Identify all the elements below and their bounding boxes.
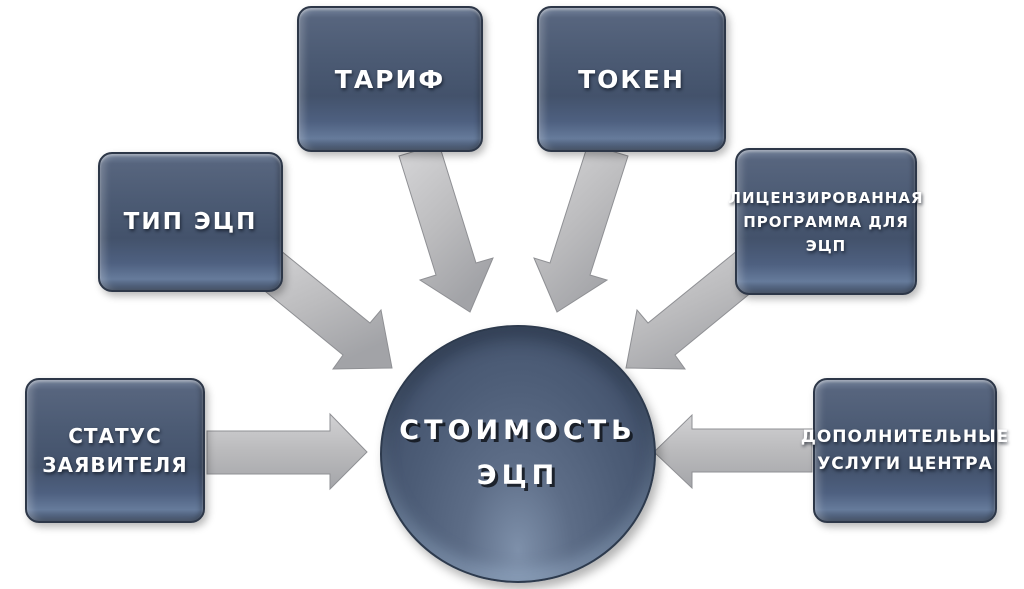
node-licensed-program-label: ЛИЦЕНЗИРОВАННАЯ ПРОГРАММА ДЛЯ ЭЦП — [728, 188, 924, 255]
node-tarif: ТАРИФ — [297, 6, 483, 152]
node-dop-uslugi: ДОПОЛНИТЕЛЬНЫЕ УСЛУГИ ЦЕНТРА — [801, 378, 1008, 523]
node-token-label: ТОКЕН — [578, 64, 685, 94]
center-node-label: СТОИМОСТЬ ЭЦП — [399, 415, 637, 491]
node-tip-ecp: ТИП ЭЦП — [98, 152, 283, 292]
node-status-zayavitelya: СТАТУС ЗАЯВИТЕЛЯ — [25, 378, 205, 523]
node-token: ТОКЕН — [537, 6, 726, 152]
arrow-licensed-program-to-center — [625, 245, 770, 370]
node-tip-ecp-label: ТИП ЭЦП — [123, 209, 258, 235]
arrow-dop-uslugi-to-center — [653, 413, 813, 490]
node-tarif-label: ТАРИФ — [334, 64, 446, 94]
node-status-zayavitelya-label: СТАТУС ЗАЯВИТЕЛЯ — [42, 423, 188, 477]
arrow-token-to-center — [533, 143, 629, 313]
arrow-tarif-to-center — [398, 143, 494, 313]
node-licensed-program: ЛИЦЕНЗИРОВАННАЯ ПРОГРАММА ДЛЯ ЭЦП — [729, 148, 923, 295]
node-dop-uslugi-label: ДОПОЛНИТЕЛЬНЫЕ УСЛУГИ ЦЕНТРА — [800, 427, 1010, 474]
arrow-tip-ecp-to-center — [248, 245, 393, 370]
center-node-stoimost-ecp: СТОИМОСТЬ ЭЦП — [380, 325, 656, 583]
arrow-status-to-center — [206, 412, 368, 491]
